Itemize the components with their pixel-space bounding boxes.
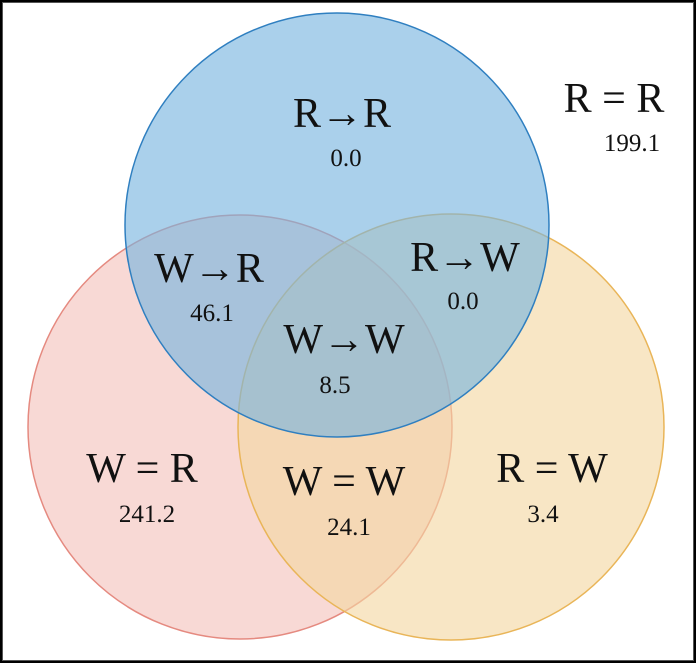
blue-orange-value: 0.0: [447, 288, 478, 315]
red-orange-label: W = W: [283, 459, 406, 505]
red-only-label: W = R: [86, 446, 198, 492]
orange-only-value: 3.4: [527, 501, 559, 528]
red-only-value: 241.2: [119, 501, 175, 528]
red-orange-value: 24.1: [327, 514, 371, 541]
blue-only-label: R→R: [293, 91, 391, 137]
center-label: W→W: [283, 317, 405, 363]
blue-red-value: 46.1: [190, 300, 234, 327]
blue-orange-label: R→W: [410, 235, 520, 281]
orange-only-label: R = W: [496, 446, 608, 492]
circle-blue: [124, 12, 550, 438]
outside-value: 199.1: [604, 130, 660, 157]
center-value: 8.5: [319, 372, 350, 399]
blue-only-value: 0.0: [330, 145, 361, 172]
outside-label: R = R: [564, 76, 665, 122]
blue-red-label: W→R: [154, 246, 264, 292]
